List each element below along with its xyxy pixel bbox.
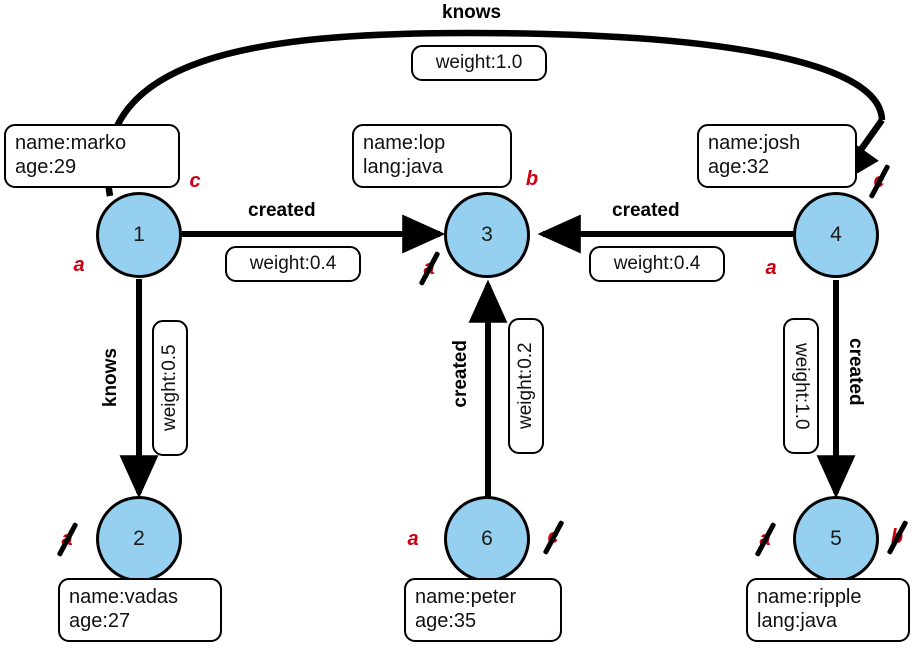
vertex-2-prop-0: name:vadas	[69, 586, 178, 608]
vertex-1[interactable]: 1	[96, 192, 182, 278]
edge-label-created-1-3: created	[248, 200, 316, 221]
vertex-1-prop-0: name:marko	[15, 132, 127, 154]
edge-label-knows-1-2: knows	[100, 348, 121, 408]
marker-vertex-3-b: b	[519, 164, 545, 194]
edge-weight-created-6-3: weight:0.2	[508, 318, 544, 454]
marker-vertex-6-c-struck: c	[540, 519, 566, 556]
vertex-3-label: 3	[481, 223, 493, 246]
marker-vertex-5-a-struck: a	[752, 521, 778, 558]
vertex-2-properties: name:vadas age:27	[58, 578, 222, 642]
vertex-4-properties: name:josh age:32	[697, 124, 857, 188]
vertex-3[interactable]: 3	[444, 192, 530, 278]
marker-vertex-5-b-struck: b	[884, 519, 910, 556]
marker-vertex-1-c: c	[182, 166, 208, 196]
vertex-3-properties: name:lop lang:java	[352, 124, 512, 188]
vertex-5-prop-1: lang:java	[757, 610, 838, 633]
edge-label-created-4-5: created	[845, 338, 866, 406]
vertex-2[interactable]: 2	[96, 496, 182, 582]
marker-vertex-3-a-struck: a	[416, 250, 442, 287]
vertex-6-properties: name:peter age:35	[404, 578, 562, 642]
vertex-1-prop-1: age:29	[15, 156, 77, 179]
vertex-2-prop-1: age:27	[69, 610, 131, 633]
vertex-1-properties: name:marko age:29	[4, 124, 180, 188]
vertex-6-prop-0: name:peter	[415, 586, 517, 608]
marker-vertex-4-c-struck: c	[866, 163, 892, 200]
vertex-3-prop-1: lang:java	[363, 156, 444, 179]
edge-label-created-4-3: created	[612, 200, 680, 221]
edge-weight-created-4-5: weight:1.0	[783, 318, 819, 454]
vertex-5-properties: name:ripple lang:java	[746, 578, 910, 642]
vertex-4-prop-0: name:josh	[708, 132, 801, 154]
marker-letter: a	[765, 256, 777, 279]
edge-weight-created-1-3: weight:0.4	[225, 246, 361, 282]
vertex-6-label: 6	[481, 527, 493, 550]
vertex-6-prop-1: age:35	[415, 610, 477, 633]
vertex-4-label: 4	[830, 223, 842, 246]
marker-vertex-2-a-struck: a	[54, 521, 80, 558]
marker-letter: a	[73, 253, 85, 276]
vertex-5[interactable]: 5	[793, 496, 879, 582]
vertex-4-prop-1: age:32	[708, 156, 770, 179]
vertex-2-label: 2	[133, 527, 145, 550]
vertex-4[interactable]: 4	[793, 192, 879, 278]
marker-letter: a	[407, 527, 419, 550]
edge-label-created-6-3: created	[450, 340, 471, 408]
edge-label-knows-1-4: knows	[442, 2, 502, 23]
vertex-3-prop-0: name:lop	[363, 132, 446, 154]
edge-path-knows-1-4	[104, 29, 886, 197]
edge-weight-knows-1-2: weight:0.5	[152, 320, 188, 456]
vertex-5-label: 5	[830, 527, 842, 550]
edge-weight-created-4-3: weight:0.4	[589, 246, 725, 282]
marker-vertex-1-a: a	[66, 250, 92, 280]
marker-letter: c	[189, 169, 201, 192]
edge-weight-knows-1-4: weight:1.0	[411, 45, 547, 81]
vertex-6[interactable]: 6	[444, 496, 530, 582]
marker-vertex-6-a: a	[400, 524, 426, 554]
marker-letter: b	[525, 167, 539, 190]
vertex-5-prop-0: name:ripple	[757, 586, 862, 608]
marker-vertex-4-a: a	[758, 253, 784, 283]
vertex-1-label: 1	[133, 223, 145, 246]
